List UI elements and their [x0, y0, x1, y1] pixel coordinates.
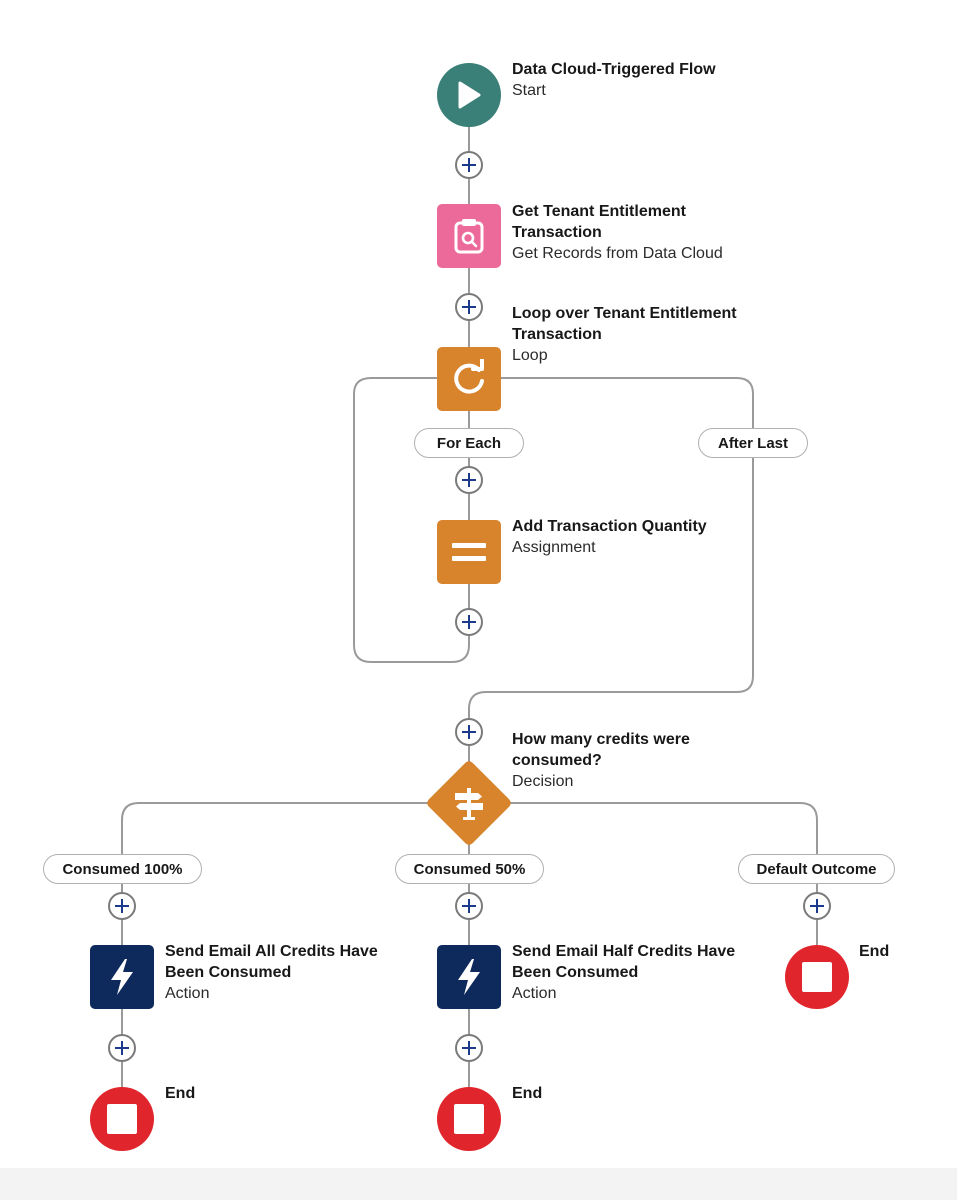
decision-subtitle: Decision [512, 773, 574, 790]
plus-icon [810, 899, 824, 913]
add-element-button[interactable] [108, 892, 136, 920]
action-all-label: Send Email All Credits Have Been Consume… [165, 941, 378, 1004]
branch-for-each[interactable]: For Each [414, 428, 524, 458]
assignment-label: Add Transaction Quantity Assignment [512, 516, 707, 558]
clipboard-search-icon [454, 219, 484, 254]
plus-icon [115, 1041, 129, 1055]
end-default-label: End [859, 941, 889, 962]
loop-subtitle: Loop [512, 347, 548, 364]
add-element-button[interactable] [455, 718, 483, 746]
plus-icon [462, 158, 476, 172]
loop-title-2: Transaction [512, 326, 602, 343]
start-label: Data Cloud-Triggered Flow Start [512, 59, 716, 101]
signpost-icon [455, 788, 483, 820]
stop-icon [802, 962, 832, 992]
branch-after-last[interactable]: After Last [698, 428, 808, 458]
action-half-label: Send Email Half Credits Have Been Consum… [512, 941, 735, 1004]
stop-icon [107, 1104, 137, 1134]
lightning-icon [458, 959, 480, 995]
stop-icon [454, 1104, 484, 1134]
add-element-button[interactable] [455, 293, 483, 321]
plus-icon [462, 300, 476, 314]
action-half-title-1: Send Email Half Credits Have [512, 943, 736, 960]
connector-branch-default [508, 802, 818, 946]
branch-consumed-100[interactable]: Consumed 100% [43, 854, 202, 884]
assignment-node[interactable] [437, 520, 501, 584]
action-all-node[interactable] [90, 945, 154, 1009]
get-records-node[interactable] [437, 204, 501, 268]
plus-icon [462, 615, 476, 629]
action-half-subtitle: Action [512, 985, 557, 1002]
decision-title-2: consumed? [512, 752, 602, 769]
add-element-button[interactable] [455, 466, 483, 494]
get-records-title-1: Get Tenant Entitlement [512, 203, 686, 220]
loop-title-1: Loop over Tenant Entitlement [512, 305, 737, 322]
get-records-subtitle: Get Records from Data Cloud [512, 245, 723, 262]
plus-icon [462, 1041, 476, 1055]
action-all-title-1: Send Email All Credits Have [165, 943, 378, 960]
plus-icon [462, 725, 476, 739]
end-half-node[interactable] [437, 1087, 501, 1151]
end-default-title: End [859, 943, 890, 960]
action-half-title-2: Been Consumed [512, 964, 639, 981]
add-element-button[interactable] [455, 892, 483, 920]
canvas-footer [0, 1168, 957, 1200]
get-records-label: Get Tenant Entitlement Transaction Get R… [512, 201, 723, 264]
add-element-button[interactable] [455, 608, 483, 636]
add-element-button[interactable] [455, 151, 483, 179]
add-element-button[interactable] [455, 1034, 483, 1062]
end-half-label: End [512, 1083, 542, 1104]
end-all-label: End [165, 1083, 195, 1104]
play-icon [458, 81, 481, 109]
start-subtitle: Start [512, 82, 546, 99]
assignment-title: Add Transaction Quantity [512, 518, 707, 535]
end-all-title: End [165, 1085, 196, 1102]
equals-icon [452, 543, 486, 561]
decision-label: How many credits were consumed? Decision [512, 729, 690, 792]
get-records-title-2: Transaction [512, 224, 602, 241]
plus-icon [462, 899, 476, 913]
lightning-icon [111, 959, 133, 995]
start-node[interactable] [437, 63, 501, 127]
loop-icon [454, 359, 484, 394]
end-half-title: End [512, 1085, 543, 1102]
plus-icon [462, 473, 476, 487]
branch-default-outcome[interactable]: Default Outcome [738, 854, 895, 884]
action-all-subtitle: Action [165, 985, 210, 1002]
branch-consumed-50[interactable]: Consumed 50% [395, 854, 544, 884]
plus-icon [115, 899, 129, 913]
add-element-button[interactable] [803, 892, 831, 920]
end-all-node[interactable] [90, 1087, 154, 1151]
decision-title-1: How many credits were [512, 731, 690, 748]
end-default-node[interactable] [785, 945, 849, 1009]
action-half-node[interactable] [437, 945, 501, 1009]
connector-after-last [468, 377, 754, 770]
add-element-button[interactable] [108, 1034, 136, 1062]
assignment-subtitle: Assignment [512, 539, 596, 556]
loop-node[interactable] [437, 347, 501, 411]
loop-label: Loop over Tenant Entitlement Transaction… [512, 303, 737, 366]
action-all-title-2: Been Consumed [165, 964, 292, 981]
connector-branch-100 [121, 802, 430, 946]
start-title: Data Cloud-Triggered Flow [512, 61, 716, 78]
connector-loop-back [353, 377, 470, 663]
